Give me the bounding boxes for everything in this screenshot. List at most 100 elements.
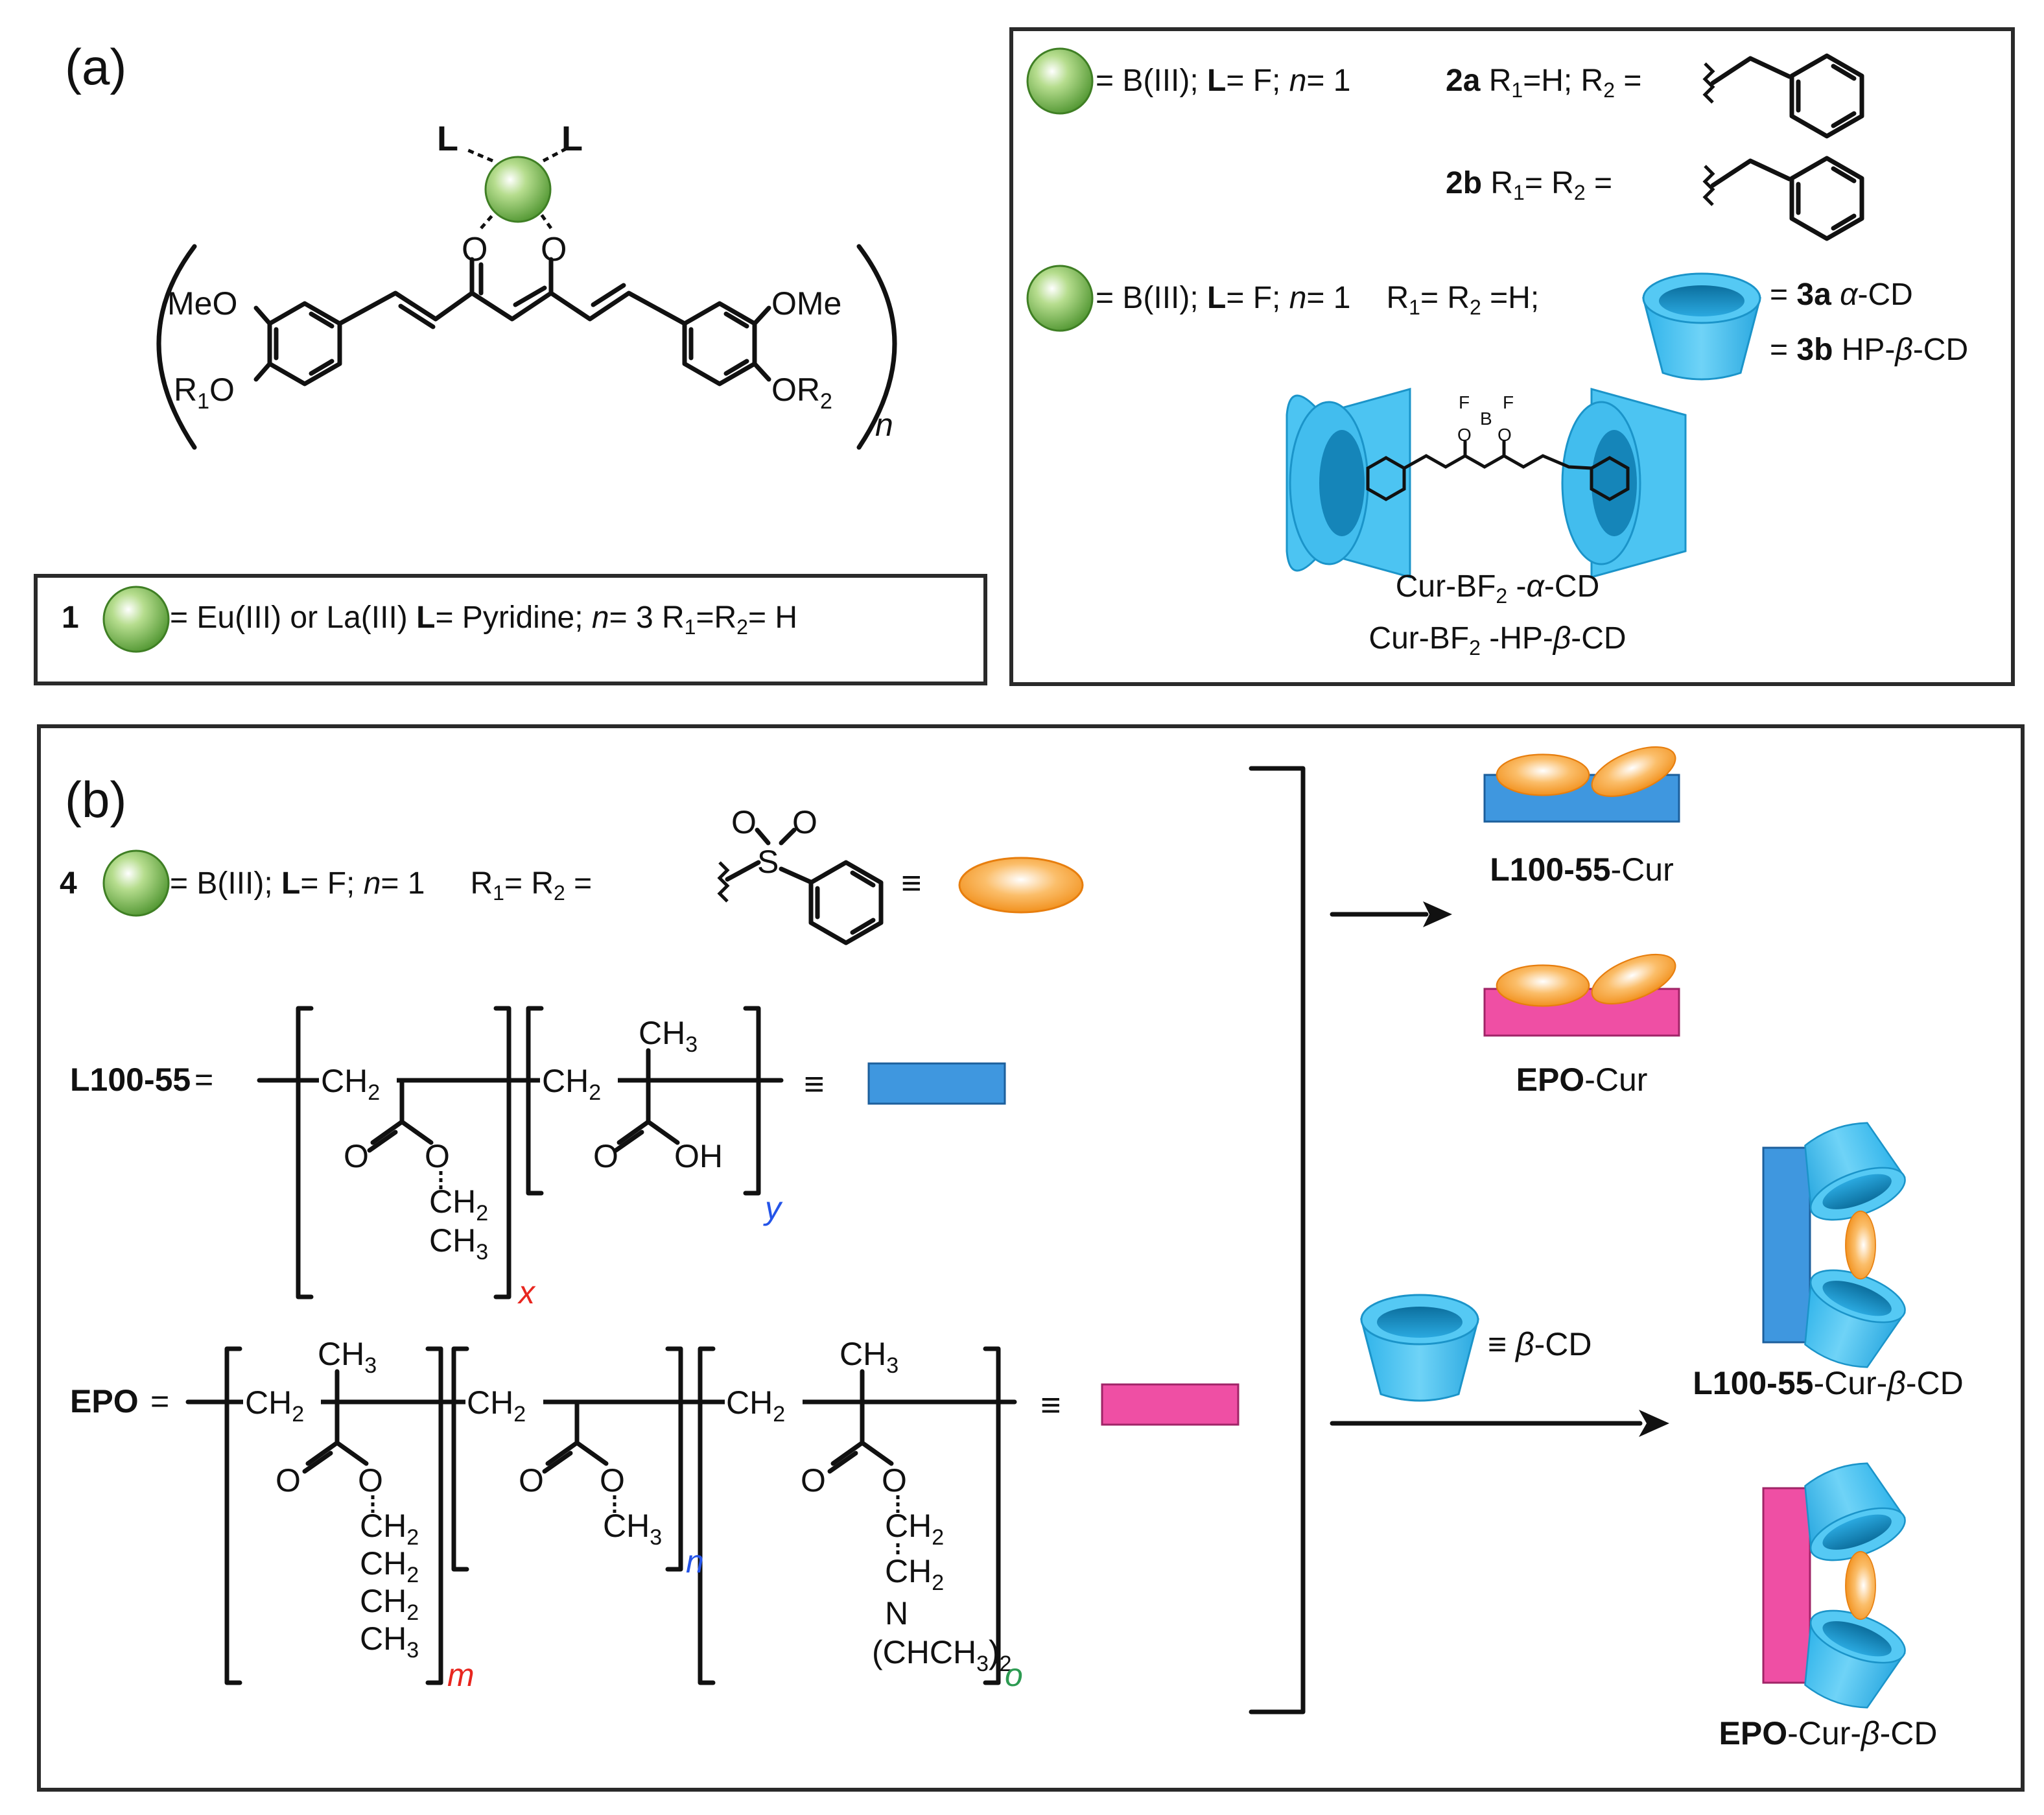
caption-cur-bf2-hp-beta-cd: Cur-BF2 -HP-β-CD xyxy=(1369,621,1626,659)
subscript-m: m xyxy=(447,1657,475,1693)
svg-text:L100-55: L100-55 xyxy=(70,1062,191,1098)
svg-text:CH2: CH2 xyxy=(321,1063,380,1105)
phenylsulfonyl-group: S O O xyxy=(717,804,881,943)
inclusion-complex-drawing: O O B F F xyxy=(1286,388,1687,578)
svg-text:CH3: CH3 xyxy=(429,1222,488,1264)
product-l100-55-cur: L100-55-Cur xyxy=(1483,746,1680,888)
svg-text:CH2: CH2 xyxy=(360,1508,419,1550)
svg-text:(CHCH3)2: (CHCH3)2 xyxy=(872,1634,1012,1676)
row1-text: = B(III); L= F; n= 1 xyxy=(1096,64,1350,98)
complex-f-left: F xyxy=(1459,392,1470,412)
svg-text:O: O xyxy=(801,1462,826,1499)
svg-text:EPO: EPO xyxy=(70,1383,139,1419)
svg-text:CH2: CH2 xyxy=(542,1063,601,1105)
svg-text:CH2: CH2 xyxy=(885,1553,944,1595)
equiv-sign-4: ≡ xyxy=(901,864,922,903)
svg-text:N: N xyxy=(885,1595,908,1631)
ligand-l-left: L xyxy=(437,119,458,158)
subscript-n: n xyxy=(686,1543,704,1580)
svg-text:O: O xyxy=(425,1138,450,1174)
meo-left: MeO xyxy=(167,285,237,322)
o-atom-left: O xyxy=(462,231,488,268)
svg-text:EPO-Cur: EPO-Cur xyxy=(1516,1062,1648,1098)
svg-text:O: O xyxy=(593,1138,618,1174)
complex-b: B xyxy=(1480,409,1492,429)
ome-right: OMe xyxy=(771,285,841,322)
complex-o-left: O xyxy=(1457,425,1472,445)
svg-text:CH2: CH2 xyxy=(885,1508,944,1550)
svg-text:L100-55-Cur: L100-55-Cur xyxy=(1490,851,1673,888)
reaction-bracket xyxy=(1249,766,1306,1714)
reaction-arrow-bottom xyxy=(1330,1410,1669,1437)
svg-text:O: O xyxy=(731,804,757,840)
svg-text:CH2: CH2 xyxy=(467,1384,526,1427)
subscript-o: o xyxy=(1005,1657,1023,1693)
o-atom-right: O xyxy=(541,231,567,268)
svg-text:CH2: CH2 xyxy=(429,1183,488,1226)
epo-polymer-rect xyxy=(1101,1383,1239,1426)
svg-text:1: 1 xyxy=(62,600,79,635)
svg-text:CH3: CH3 xyxy=(639,1015,698,1057)
cyclodextrin-icon xyxy=(1642,272,1761,381)
product-epo-cur-beta-cd: EPO-Cur-β-CD xyxy=(1719,1462,1938,1751)
svg-text:CH2: CH2 xyxy=(360,1545,419,1587)
epo-structure: EPO = CH2 CH2 CH2 CH3 O O CH2 xyxy=(70,1336,1239,1693)
svg-text:O: O xyxy=(882,1462,907,1499)
subscript-x: x xyxy=(517,1274,536,1311)
complex-f-right: F xyxy=(1503,392,1514,412)
curcumin-structure: O O L L MeO R1O OMe OR2 n xyxy=(156,119,897,450)
beta-cd-reagent-icon xyxy=(1360,1294,1479,1402)
panel-a-label: (a) xyxy=(65,38,126,95)
svg-text:S: S xyxy=(757,844,779,880)
svg-text:O: O xyxy=(792,804,817,840)
svg-text:≡: ≡ xyxy=(804,1065,825,1104)
svg-text:O: O xyxy=(344,1138,369,1174)
beta-cd-label: ≡ β-CD xyxy=(1488,1326,1592,1362)
svg-text:O: O xyxy=(600,1462,625,1499)
benzyl-group-2b xyxy=(1702,158,1862,239)
svg-text:O: O xyxy=(519,1462,544,1499)
svg-text:=: = xyxy=(194,1062,213,1098)
svg-text:CH2: CH2 xyxy=(360,1583,419,1625)
product-l100-55-cur-beta-cd: L100-55-Cur-β-CD xyxy=(1693,1122,1964,1401)
svg-text:CH3: CH3 xyxy=(360,1620,419,1663)
compound-1-box: 1 = Eu(III) or La(III) L= Pyridine; n= 3… xyxy=(34,574,987,685)
compound-3a-text: = 3a α-CD xyxy=(1770,278,1913,312)
svg-text:≡: ≡ xyxy=(1040,1386,1061,1425)
svg-text:CH3: CH3 xyxy=(603,1508,662,1550)
svg-text:OH: OH xyxy=(674,1138,723,1174)
svg-text:4: 4 xyxy=(60,866,77,901)
svg-text:CH3: CH3 xyxy=(318,1336,377,1378)
benzyl-group-2a xyxy=(1702,56,1862,136)
svg-text:CH2: CH2 xyxy=(245,1384,304,1427)
r1o-label: R1O xyxy=(174,372,235,414)
l100-55-structure: L100-55 = CH2 CH2 O O CH2 CH3 CH3 xyxy=(70,1006,1006,1311)
panel-b-label: (b) xyxy=(65,771,126,828)
complex-o-right: O xyxy=(1498,425,1512,445)
svg-text:O: O xyxy=(358,1462,383,1499)
ligand-l-right: L xyxy=(561,119,583,158)
compounds-2-3-box: = B(III); L= F; n= 1 2a R1=H; R2 = 2b R1… xyxy=(1009,27,2015,686)
svg-text:O: O xyxy=(276,1462,301,1499)
compound-1-text: = Eu(III) or La(III) L= Pyridine; n= 3 R… xyxy=(170,600,797,639)
l100-55-polymer-rect xyxy=(867,1062,1006,1105)
compound-2a-text: 2a R1=H; R2 = xyxy=(1446,64,1641,102)
curcumin-ellipse-icon xyxy=(958,857,1084,914)
svg-text:=: = xyxy=(150,1383,169,1419)
compound-3b-text: = 3b HP-β-CD xyxy=(1770,333,1968,367)
compound-2b-text: 2b R1= R2 = xyxy=(1446,166,1612,204)
reaction-arrow-top xyxy=(1330,901,1452,927)
svg-text:L100-55-Cur-β-CD: L100-55-Cur-β-CD xyxy=(1693,1365,1964,1401)
svg-text:CH3: CH3 xyxy=(840,1336,899,1378)
caption-cur-bf2-alpha-cd: Cur-BF2 -α-CD xyxy=(1396,569,1599,608)
or2-label: OR2 xyxy=(771,372,832,414)
product-epo-cur: EPO-Cur xyxy=(1483,953,1680,1098)
svg-text:EPO-Cur-β-CD: EPO-Cur-β-CD xyxy=(1719,1715,1938,1751)
svg-text:CH2: CH2 xyxy=(726,1384,785,1427)
n-subscript: n xyxy=(875,407,893,443)
subscript-y: y xyxy=(763,1190,783,1226)
